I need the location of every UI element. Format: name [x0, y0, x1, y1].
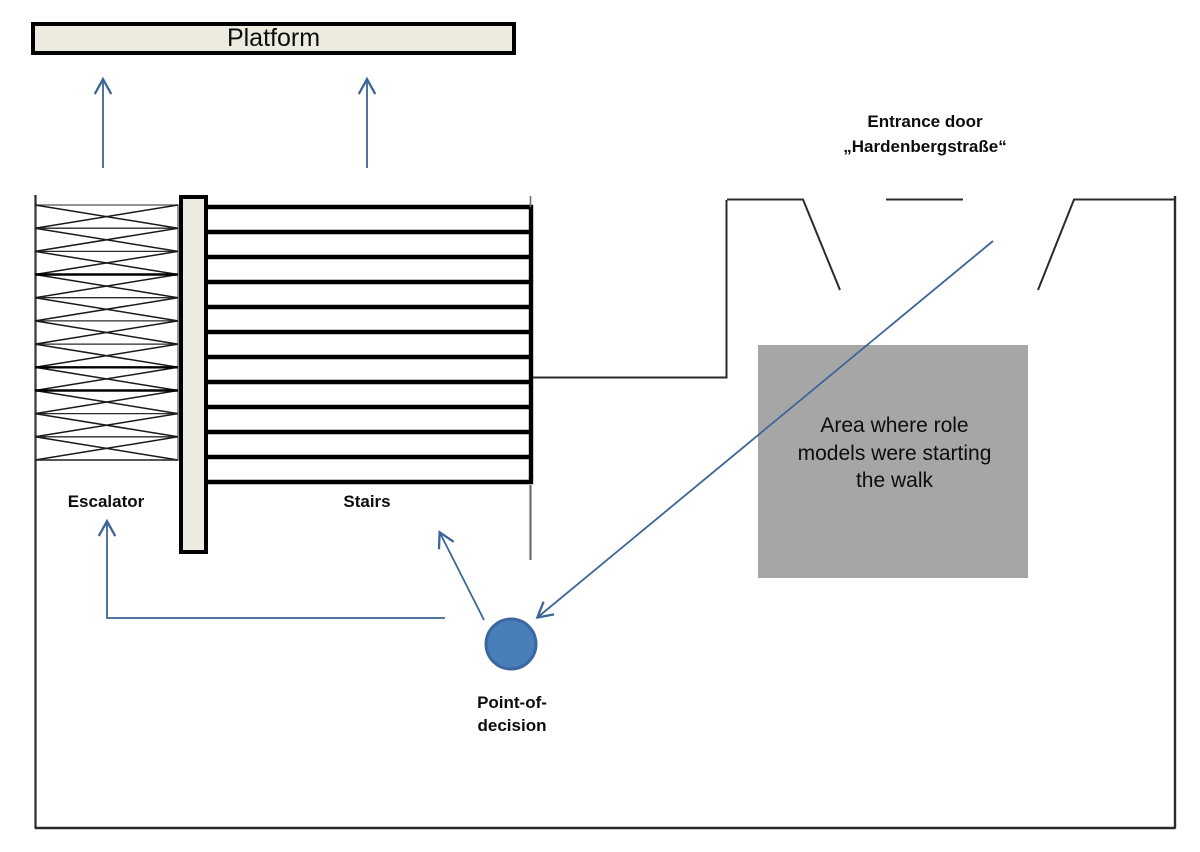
platform-direction-arrows	[93, 76, 377, 168]
stairs-structure	[208, 204, 534, 485]
escalator-stairs-divider	[179, 195, 208, 554]
point-of-decision-marker[interactable]	[484, 617, 538, 671]
role-model-area-label: Area where role models were starting the…	[797, 414, 992, 493]
platform-bar	[31, 22, 516, 55]
escalator-label: Escalator	[67, 492, 145, 511]
arrow-entrance-to-decision	[535, 240, 994, 620]
entrance-door-label: Entrance door „Hardenbergstraße“	[843, 112, 1007, 156]
platform-label: Platform	[226, 23, 321, 52]
point-of-decision-label: Point-of- decision	[477, 693, 547, 735]
concourse-wall	[533, 200, 728, 379]
arrow-decision-to-stairs	[437, 530, 485, 621]
arrow-decision-to-escalator	[97, 518, 445, 619]
stairs-label: Stairs	[343, 492, 391, 511]
role-model-start-area	[758, 345, 1028, 578]
entrance-door-opening	[727, 198, 1175, 291]
escalator-structure	[34, 204, 179, 461]
